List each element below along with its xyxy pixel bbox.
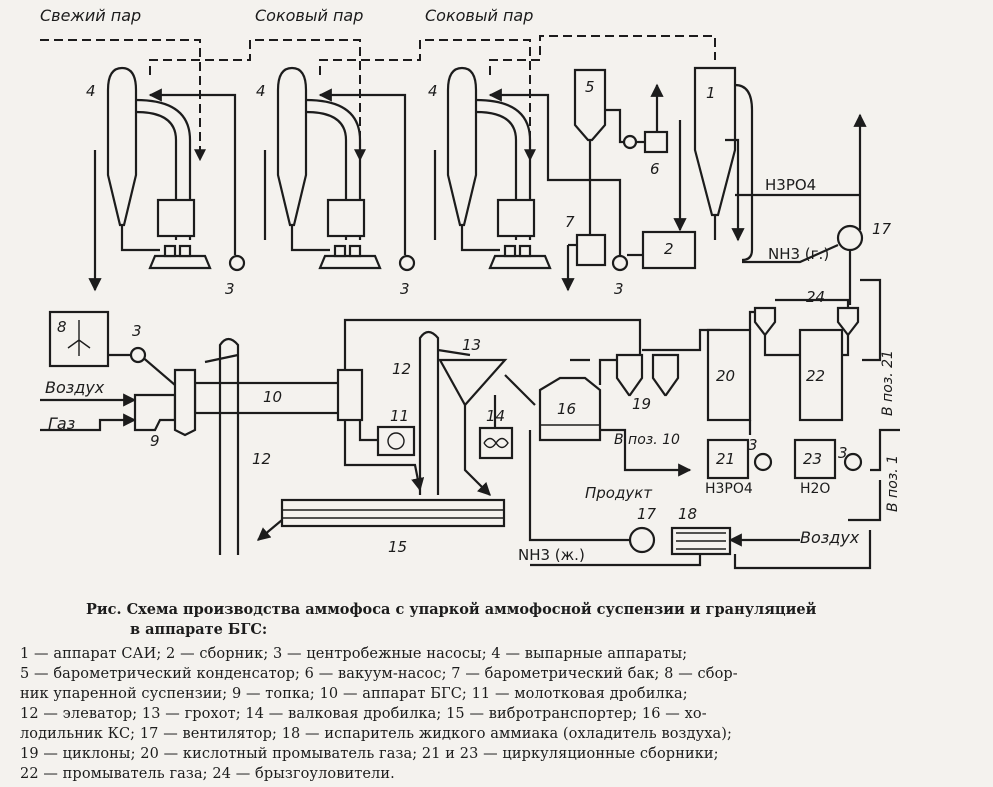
- label-nh3-gas: NH3 (г.): [768, 245, 830, 263]
- legend-line: 22 — промыватель газа; 24 — брызгоуловит…: [20, 766, 395, 782]
- num-20: 20: [716, 367, 736, 385]
- label-nh3-liquid: NH3 (ж.): [518, 546, 585, 564]
- legend-line: 19 — циклоны; 20 — кислотный промыватель…: [20, 746, 719, 762]
- label-to-pos-21: В поз. 21: [880, 350, 896, 416]
- num-5: 5: [585, 78, 595, 96]
- num-1: 1: [706, 84, 716, 102]
- num-3d: 3: [132, 322, 142, 340]
- spray-catcher-24-b: [836, 306, 860, 337]
- num-8: 8: [57, 318, 67, 336]
- legend-line: 12 — элеватор; 13 — грохот; 14 — валкова…: [20, 706, 707, 722]
- label-juice-steam-2: Соковый пар: [425, 6, 534, 25]
- label-gas: Газ: [48, 414, 76, 433]
- cyclone-19-b: [651, 353, 680, 397]
- acid-gas-scrubber-20: [706, 328, 752, 422]
- num-4b: 4: [256, 82, 266, 100]
- num-12b: 12: [392, 360, 412, 378]
- furnace-9: [133, 393, 177, 432]
- transfer-line-3: [488, 88, 622, 255]
- num-22: 22: [806, 367, 826, 385]
- legend-line: лодильник КС; 17 — вентилятор; 18 — испа…: [20, 726, 732, 742]
- label-juice-steam-1: Соковый пар: [255, 6, 364, 25]
- gas-scrubber-22: [798, 328, 844, 422]
- num-12a: 12: [252, 450, 272, 468]
- transfer-line-1: [148, 88, 237, 255]
- num-3a: 3: [225, 280, 235, 298]
- num-3c: 3: [614, 280, 624, 298]
- fresh-steam-line: [40, 39, 206, 162]
- num-23: 23: [803, 450, 823, 468]
- label-air-left: Воздух: [45, 378, 105, 397]
- num-6: 6: [650, 160, 660, 178]
- label-product: Продукт: [585, 484, 653, 502]
- elevator-12-mid: [418, 330, 471, 495]
- juice-steam-line-3: [489, 35, 716, 75]
- evaporator-3: [446, 66, 552, 270]
- num-14: 14: [486, 407, 506, 425]
- label-to-pos-10: В поз. 10: [614, 432, 680, 448]
- circulation-collector-21: [706, 438, 750, 480]
- num-19: 19: [632, 395, 652, 413]
- num-16: 16: [557, 400, 577, 418]
- num-17b: 17: [637, 505, 657, 523]
- hammer-crusher-11: [376, 425, 416, 457]
- label-to-pos-1: В поз. 1: [885, 454, 901, 512]
- label-air-right: Воздух: [800, 528, 860, 547]
- evaporator-2: [276, 66, 382, 270]
- pump-3-a: [228, 254, 246, 272]
- transfer-line-2: [318, 88, 407, 255]
- barometric-condenser-5: [573, 68, 607, 245]
- num-3e: 3: [748, 436, 758, 454]
- num-11: 11: [390, 407, 410, 425]
- collector-2: [641, 230, 697, 270]
- juice-steam-line-2: [319, 39, 536, 162]
- label-h3po4-bottom: H3PO4: [705, 481, 753, 497]
- num-13: 13: [462, 336, 482, 354]
- fan-17-bottom: [628, 526, 656, 554]
- num-15: 15: [388, 538, 408, 556]
- caption-title-2: в аппарате БГС:: [130, 621, 268, 638]
- label-h2o: H2O: [800, 481, 831, 497]
- cyclone-19-a: [615, 353, 644, 397]
- num-3b: 3: [400, 280, 410, 298]
- pump-3-c: [611, 254, 629, 272]
- label-fresh-steam: Свежий пар: [40, 6, 142, 25]
- label-h3po4-top: H3PO4: [765, 176, 817, 194]
- steam-lines: [40, 35, 716, 162]
- process-flow-diagram: [40, 35, 900, 570]
- num-9: 9: [150, 432, 160, 450]
- num-10: 10: [263, 388, 283, 406]
- elevator-12-left: [204, 337, 240, 555]
- sai-apparatus-1: [693, 66, 754, 262]
- legend-line: 5 — барометрический конденсатор; 6 — вак…: [20, 666, 738, 682]
- pump-3-b: [398, 254, 416, 272]
- fan-17-top: [836, 224, 864, 252]
- caption-title: Рис. Схема производства аммофоса с упарк…: [86, 601, 817, 618]
- num-21: 21: [716, 450, 736, 468]
- vibro-conveyor-15: [280, 498, 506, 528]
- num-4c: 4: [428, 82, 438, 100]
- circulation-collector-23: [793, 438, 837, 480]
- num-18: 18: [678, 505, 698, 523]
- legend-line: 1 — аппарат САИ; 2 — сборник; 3 — центро…: [20, 646, 688, 662]
- num-3f: 3: [838, 444, 848, 462]
- juice-steam-line-1: [149, 39, 366, 162]
- num-2: 2: [664, 240, 674, 258]
- vacuum-pump-6: [643, 130, 669, 154]
- legend-line: ник упаренной суспензии; 9 — топка; 10 —…: [20, 686, 688, 702]
- screen-13: [438, 358, 508, 407]
- evaporator-1: [106, 66, 212, 270]
- figure-caption: Рис. Схема производства аммофоса с упарк…: [20, 600, 975, 784]
- num-17a: 17: [872, 220, 892, 238]
- spray-catcher-24-a: [753, 306, 777, 337]
- num-7: 7: [565, 213, 575, 231]
- num-4a: 4: [86, 82, 96, 100]
- num-24: 24: [806, 288, 826, 306]
- barometric-tank-7: [575, 233, 607, 267]
